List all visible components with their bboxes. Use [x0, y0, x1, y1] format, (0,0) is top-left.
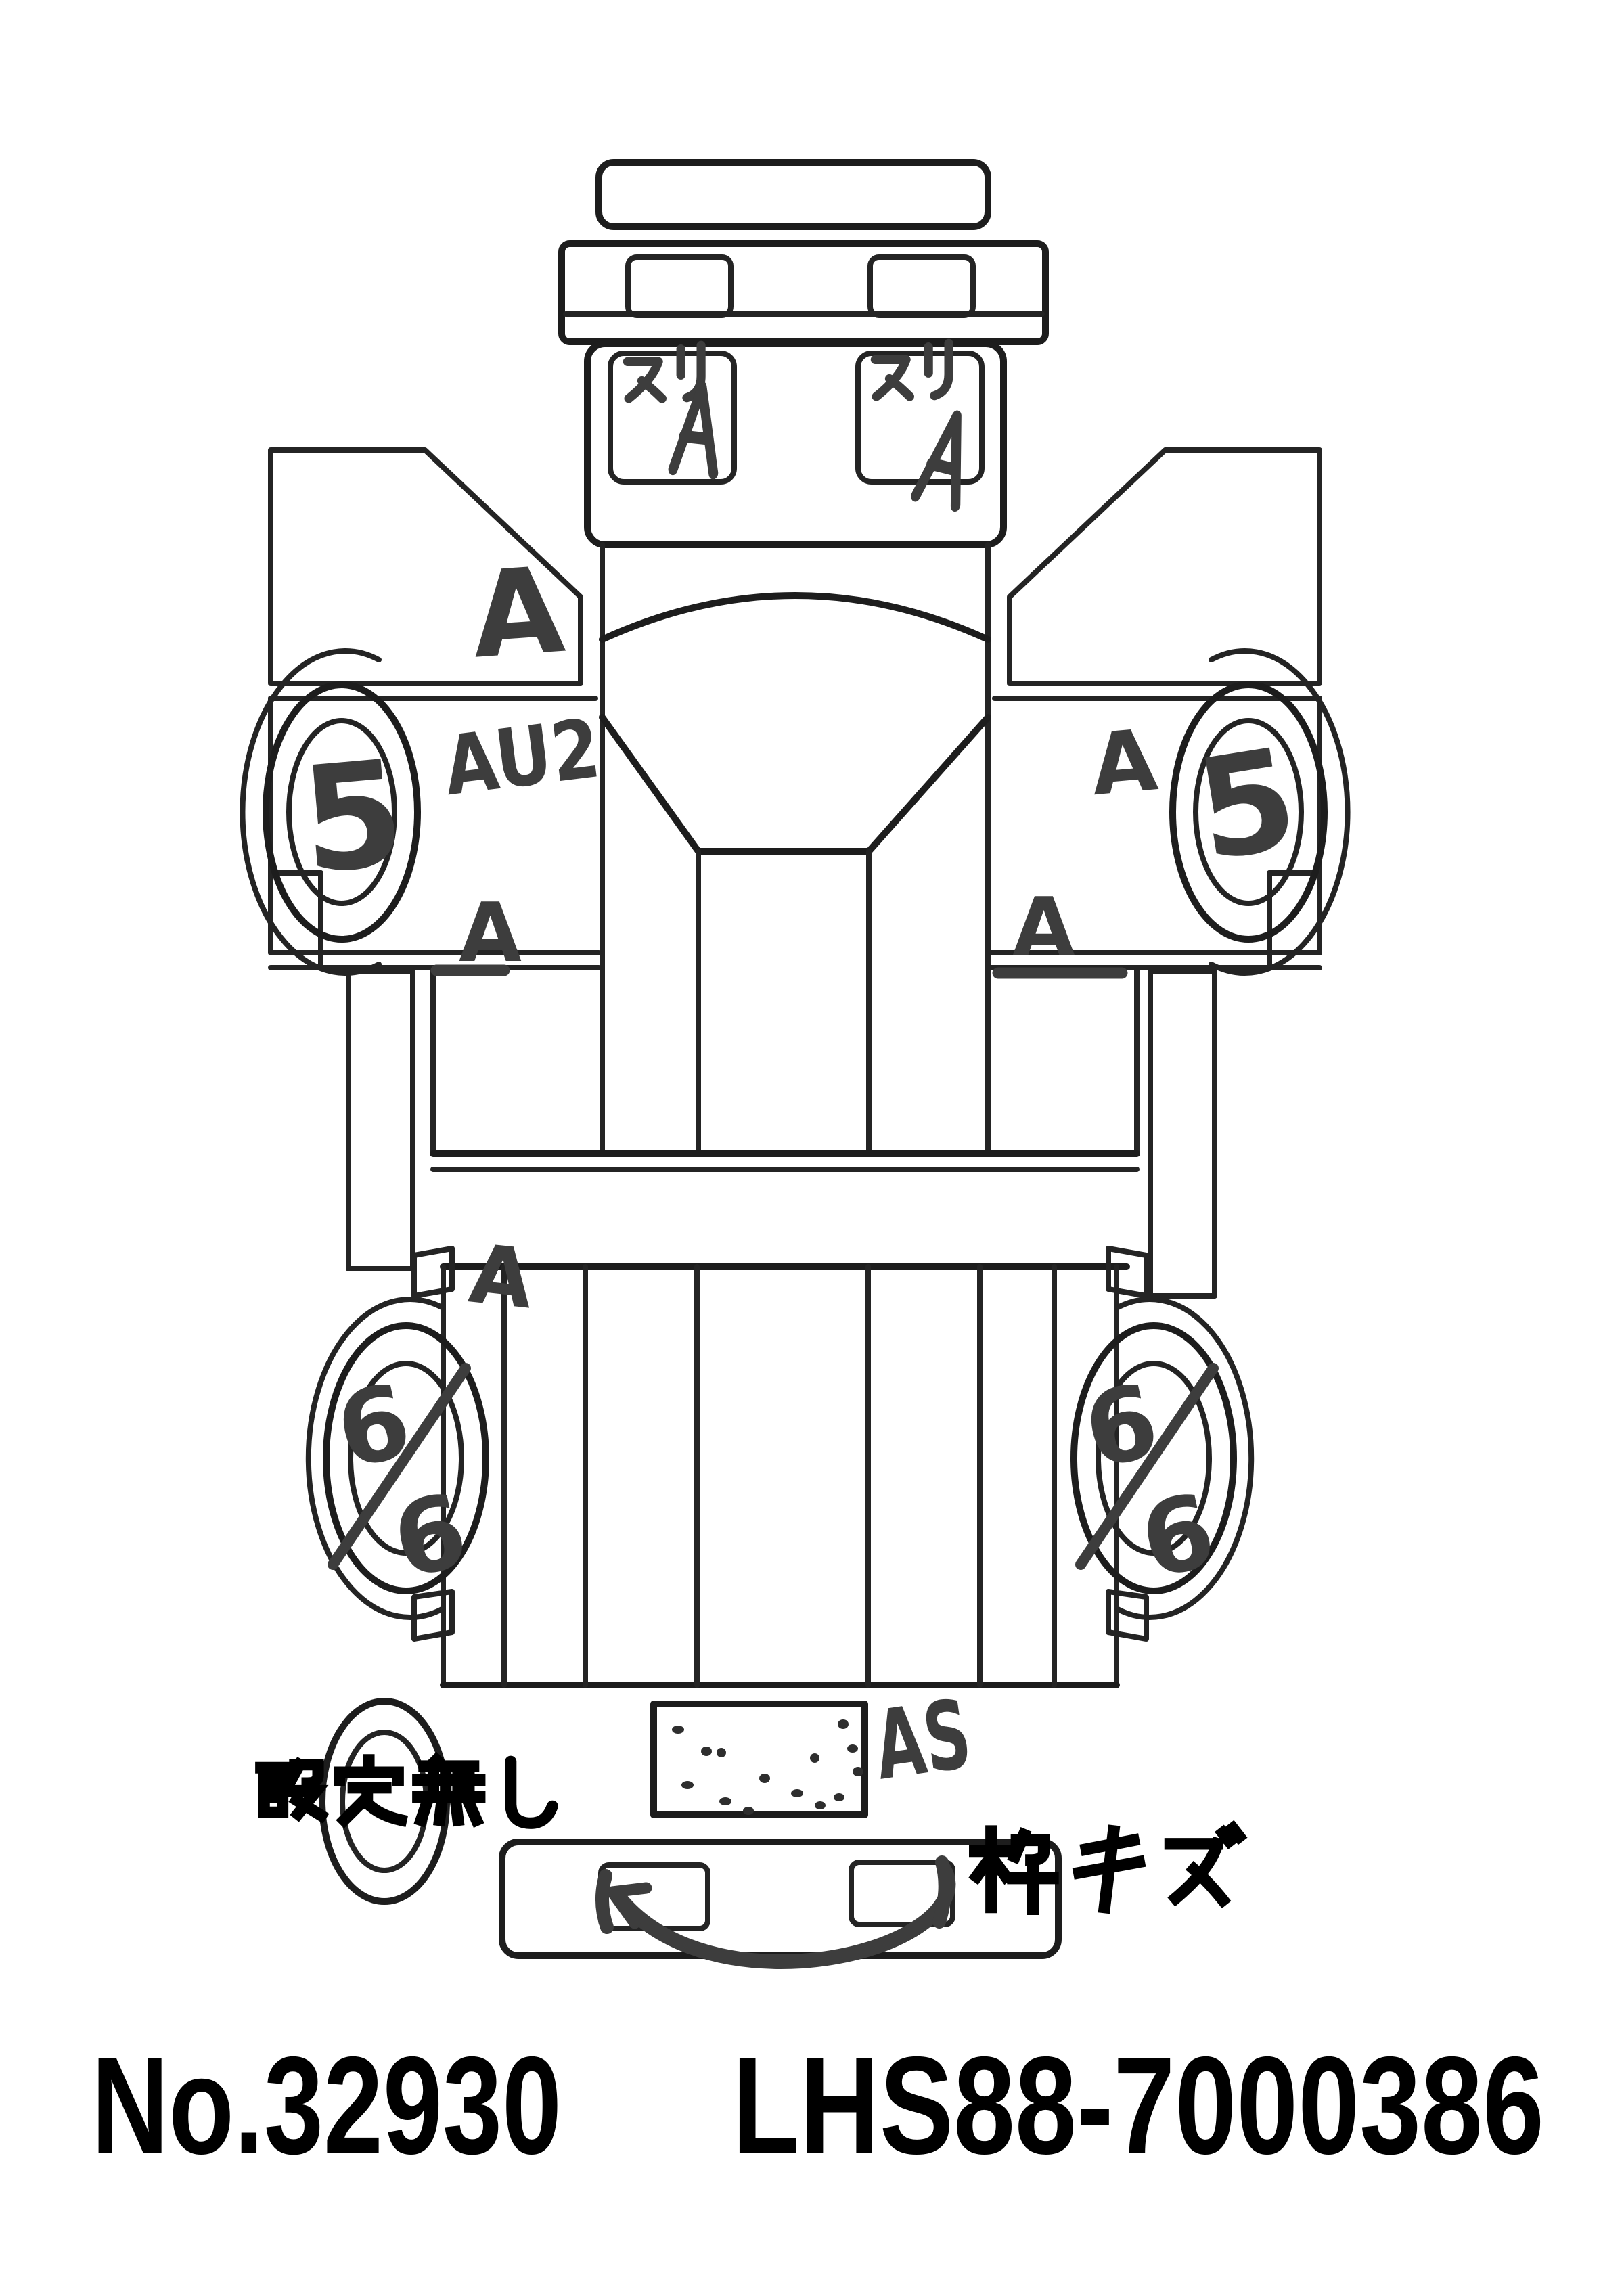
mud-flap-right-top [1106, 1246, 1149, 1299]
label-spare-none: 設定無し [255, 1751, 558, 1829]
svg-text:6: 6 [384, 1472, 477, 1602]
windshield-arc [599, 592, 991, 643]
fraction-slash [328, 1363, 471, 1570]
wheel-front-left [240, 648, 421, 976]
wheel-front-right [1169, 648, 1351, 976]
side-rail-right [1148, 968, 1217, 1299]
katakana-ri [924, 338, 953, 401]
rocker-mark-left: A [430, 886, 522, 981]
ink-blob-right [932, 1855, 952, 1929]
svg-text:6: 6 [1075, 1362, 1168, 1492]
letter-a [911, 410, 962, 512]
kanji-tei [334, 1754, 409, 1828]
side-mark-au2: AU2 [439, 702, 605, 814]
headlight-left [625, 254, 734, 318]
truck-outline [240, 159, 1351, 1959]
hood-edge [599, 714, 991, 855]
kanji-setsu [255, 1757, 330, 1824]
bumper-damage-arrow [595, 1855, 956, 1969]
svg-text:6: 6 [327, 1362, 420, 1492]
fraction-slash [1075, 1363, 1219, 1570]
tire-rear-left-inner [348, 1361, 464, 1556]
hiragana-shi [505, 1755, 558, 1829]
label-bumper-damage: 枠キズ [968, 1820, 1248, 1915]
mud-flap-right-bottom [1106, 1589, 1149, 1642]
door-panel-left [268, 447, 583, 686]
step-dot-pattern [672, 1719, 863, 1815]
tire-front-right-inner [1193, 718, 1304, 906]
cab-front-panel [558, 240, 1049, 345]
arrow-head [606, 1882, 652, 1929]
door-panel-right [1007, 447, 1322, 686]
tire-grade-rear-right: 6/6 6 6 [1075, 1362, 1225, 1602]
tire-grade-front-left: 5 [295, 728, 411, 906]
mud-flap-left-bottom [411, 1589, 455, 1642]
wheel-rear-right [1070, 1297, 1255, 1620]
katakana-ki [1072, 1824, 1146, 1914]
rear-step-mark: AS [868, 1680, 977, 1802]
door-mark-left: A [468, 542, 568, 685]
kanji-waku [968, 1825, 1059, 1915]
wheel-rear-left [305, 1297, 489, 1620]
tire-front-left-outer [263, 681, 421, 943]
rear-step-box [650, 1701, 868, 1818]
fender-mark-right: A [1087, 711, 1161, 815]
tire-rear-right-outer [1070, 1322, 1237, 1594]
rear-bumper [499, 1839, 1062, 1959]
headlight-right [867, 254, 976, 318]
side-rail-left [346, 968, 415, 1271]
footer-lot-no: No.32930 [91, 2028, 562, 2183]
katakana-su [623, 357, 667, 403]
kanji-mu [412, 1751, 486, 1828]
bed-mark-left: A [465, 1228, 537, 1328]
tire-front-left-inner [286, 718, 397, 906]
tire-rear-left-outer [323, 1322, 489, 1594]
ink-blob-left [595, 1869, 614, 1934]
katakana-zu [1164, 1820, 1248, 1909]
rocker-mark-right: A [992, 881, 1128, 979]
front-bumper [595, 159, 991, 230]
fender-arch-front-right [1209, 648, 1351, 976]
fender-arch-rear-left [305, 1297, 446, 1620]
vent-window-right [855, 351, 985, 485]
vent-mark-left: スリA [623, 340, 719, 480]
svg-text:A: A [1012, 881, 1075, 975]
fender-arch-rear-right [1114, 1297, 1255, 1620]
tire-front-right-outer [1169, 681, 1328, 943]
mid-body [346, 965, 1217, 1299]
cab-center [599, 542, 991, 1156]
rear-cargo-box [411, 1246, 1149, 1688]
svg-text:6: 6 [1131, 1472, 1225, 1602]
tire-rear-right-inner [1096, 1361, 1212, 1556]
katakana-su [870, 355, 915, 401]
letter-a [668, 381, 719, 480]
tire-grade-rear-left: 6/6 6 6 [327, 1362, 477, 1602]
vent-window-left [608, 351, 737, 485]
vent-mark-right: スリA [870, 338, 962, 512]
fender-arch-front-left [240, 648, 382, 976]
mud-flap-left-top [411, 1246, 455, 1299]
footer-chassis-no: LHS88-7000386 [732, 2028, 1544, 2183]
